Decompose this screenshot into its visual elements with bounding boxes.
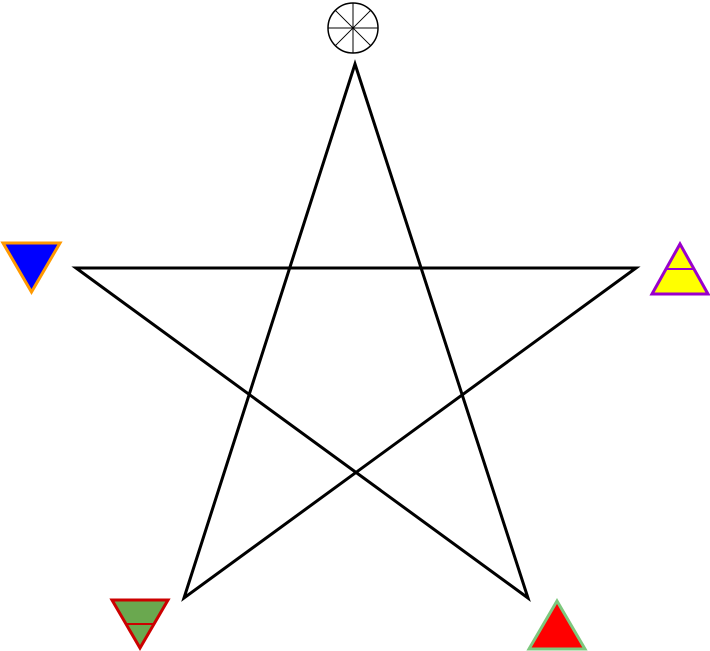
fire-triangle-icon [526, 598, 588, 651]
air-triangle-icon [649, 240, 710, 296]
water-triangle-icon [0, 241, 63, 295]
wheel-of-spirit-icon [327, 2, 379, 54]
earth-triangle-icon [109, 598, 171, 651]
pentagram-star [71, 59, 641, 602]
